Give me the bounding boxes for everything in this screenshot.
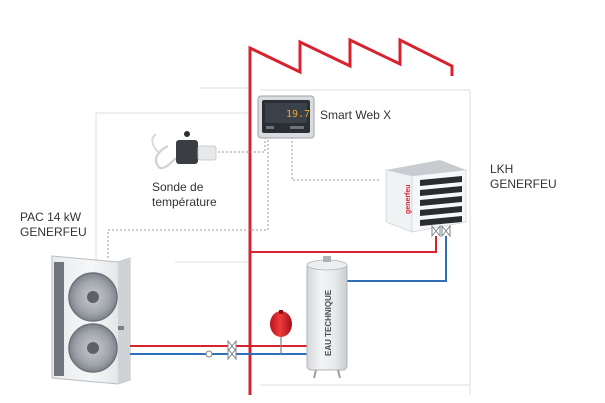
control-wiring: [107, 137, 380, 258]
lkh-brand-text: generfeu: [405, 184, 412, 214]
lkh-label: LKH GENERFEU: [490, 162, 557, 192]
temperature-sensor: [151, 131, 217, 170]
smart-web-x-text: Smart Web X: [320, 108, 392, 122]
sensor-label-line1: Sonde de: [152, 180, 204, 194]
controller-display-value: 19.7: [286, 109, 310, 120]
tank-label: EAU TECHNIQUE: [324, 289, 333, 356]
lkh-unit-heater: generfeu: [385, 160, 467, 233]
sensor-label: Sonde de température: [152, 180, 217, 210]
lkh-label-line1: LKH: [490, 162, 514, 176]
smart-web-x-controller: 19.7: [257, 95, 315, 139]
pac-label-line2: GENERFEU: [20, 225, 87, 239]
building-wall-line: [248, 37, 454, 395]
pac-label-line1: PAC 14 kW: [20, 210, 82, 224]
pac-label: PAC 14 kW GENERFEU: [20, 210, 87, 240]
hot-water-pipes: [130, 236, 437, 369]
expansion-vessel: [270, 310, 292, 354]
pipe-valves: [205, 224, 451, 361]
smart-web-x-label: Smart Web X: [320, 108, 391, 123]
buffer-tank: EAU TECHNIQUE: [306, 256, 348, 379]
lkh-label-line2: GENERFEU: [490, 177, 557, 191]
room-outline: [95, 87, 471, 395]
sensor-label-line2: température: [152, 195, 217, 209]
pac-heat-pump: [51, 255, 131, 385]
cold-water-pipes: [130, 236, 447, 355]
